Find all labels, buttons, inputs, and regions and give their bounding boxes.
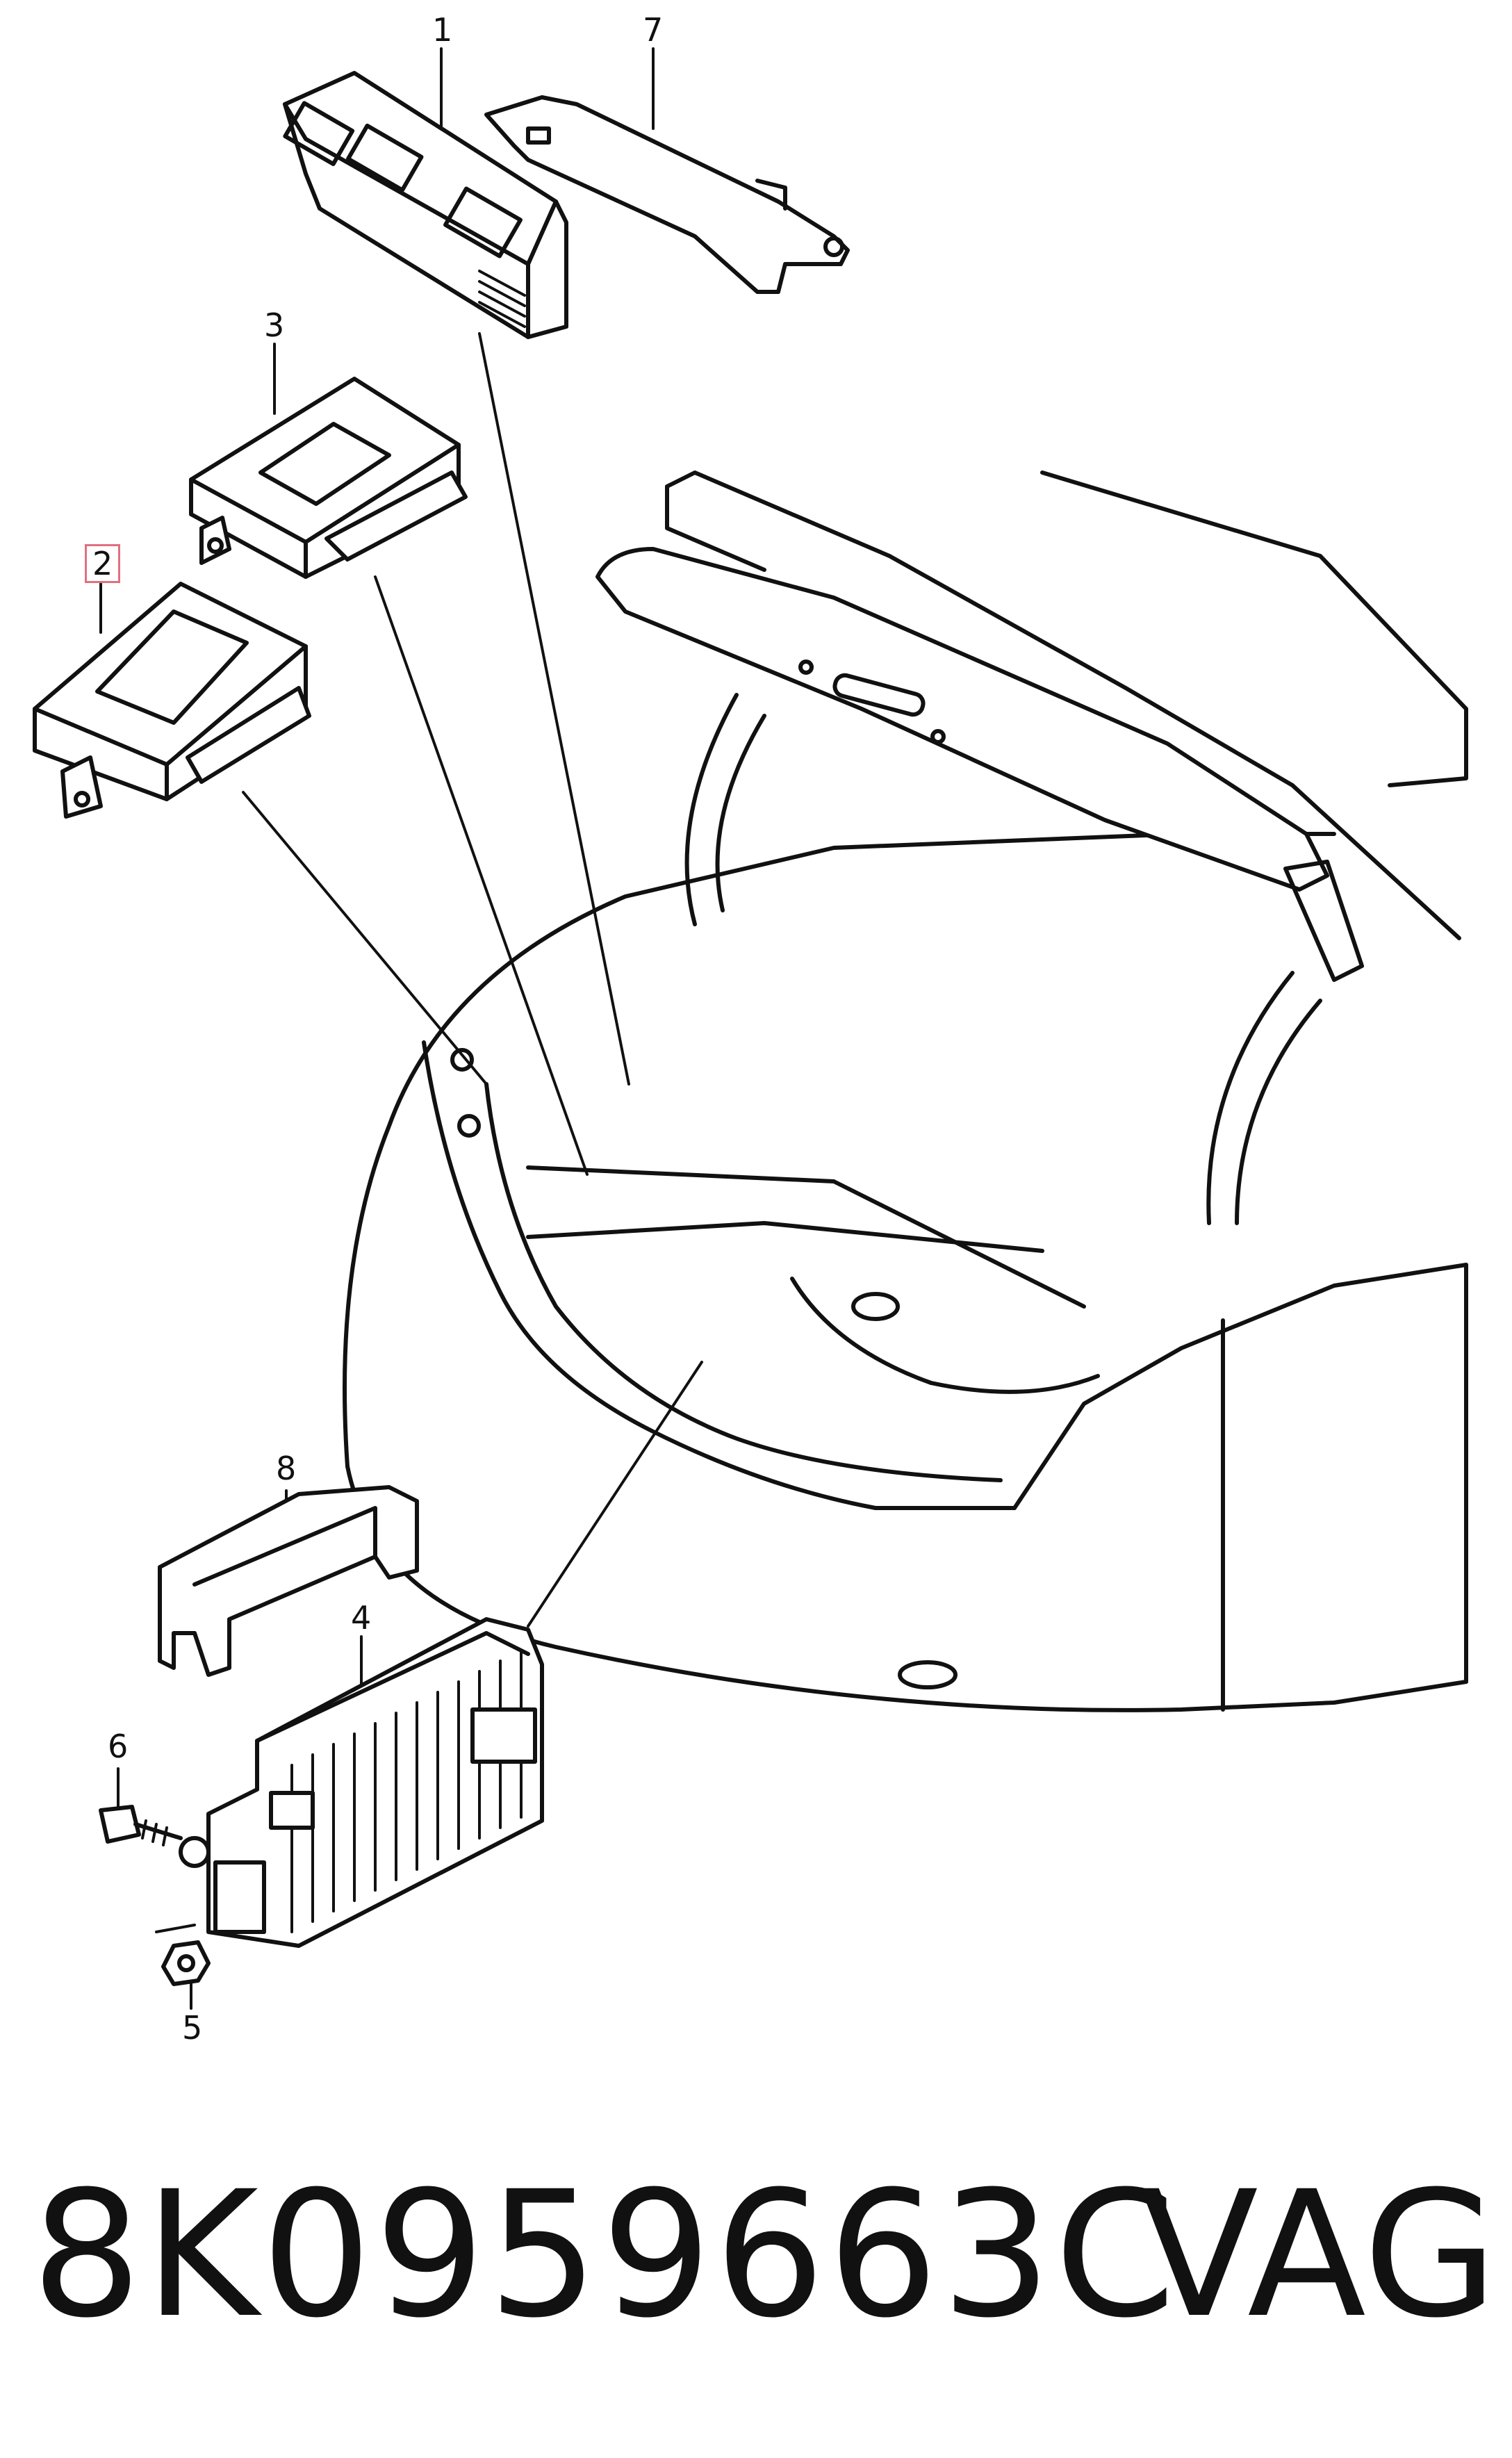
callout-8: 8: [276, 1450, 297, 1487]
callout-2: 2: [85, 544, 121, 583]
part-8-cover: [158, 1485, 419, 1677]
part-1-control-unit: [283, 71, 568, 339]
callout-1: 1: [432, 11, 453, 49]
callout-6: 6: [108, 1728, 129, 1765]
part-7-bracket: [484, 95, 850, 294]
part-2-control-module: [33, 582, 311, 819]
part-3-control-module: [189, 377, 468, 579]
part-5-nut: [155, 1924, 211, 1986]
part-number: 8K0959663C: [31, 2154, 1178, 2356]
callout-3: 3: [264, 306, 285, 344]
leader-lines: [99, 47, 703, 2010]
callout-5: 5: [182, 2009, 203, 2047]
callout-7: 7: [643, 11, 664, 49]
brand-label: VAG: [1140, 2154, 1498, 2356]
parts-diagram: [33, 47, 1468, 2010]
callout-4: 4: [351, 1599, 372, 1637]
part-4-module: [206, 1617, 544, 1948]
trunk-lid: [595, 470, 1468, 1225]
part-6-bolt: [99, 1805, 211, 1868]
